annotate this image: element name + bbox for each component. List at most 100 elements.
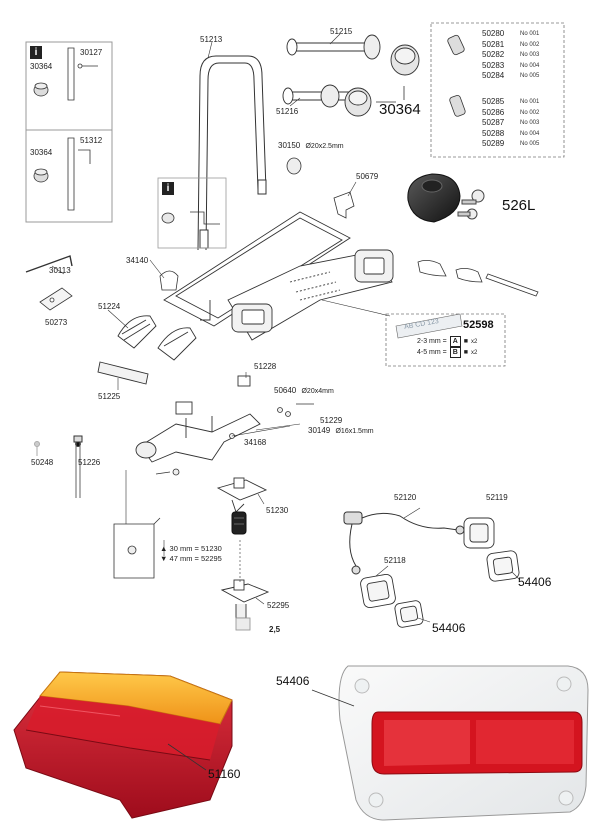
label-30149: 30149 Ø16x1.5mm [308, 426, 374, 436]
strap-50273 [39, 287, 73, 311]
label-34140: 34140 [126, 256, 149, 265]
lock-cylinder-icon [447, 34, 466, 117]
label-30150-code: 30150 [278, 141, 301, 150]
label-30150-dim: Ø20x2.5mm [305, 143, 344, 150]
arrow-down-icon: ▼ [160, 554, 168, 563]
box-icon: ■ [463, 349, 468, 356]
label-51228: 51228 [254, 362, 277, 371]
label-52598: 52598 [463, 319, 494, 331]
label-51224: 51224 [98, 302, 121, 311]
info-badge-left: i [30, 46, 42, 59]
label-51226: 51226 [78, 458, 101, 467]
label-50640-dim: Ø20x4mm [301, 388, 334, 395]
lower-bracket-51228 [135, 375, 261, 463]
plate-row-box: A [449, 336, 461, 347]
info-box-top [25, 41, 113, 223]
lens-54406-a [486, 550, 520, 582]
photo-lens-51160 [13, 671, 233, 819]
stud-box [113, 517, 161, 579]
label-52119: 52119 [486, 493, 508, 502]
wheel-holder-51224 [117, 315, 197, 361]
label-30127: 30127 [80, 48, 103, 57]
lock-knob-526L [407, 173, 461, 223]
lamp-52119 [463, 517, 495, 549]
arm-51215 [286, 34, 381, 60]
label-51215: 51215 [330, 27, 353, 36]
plate-row-range: 2-3 mm = [417, 338, 447, 345]
arrow-up-icon: ▲ [160, 544, 168, 553]
label-51225: 51225 [98, 392, 121, 401]
label-50640: 50640 Ø20x4mm [274, 386, 334, 396]
key-codes-box [430, 22, 565, 158]
label-54406-c: 54406 [276, 674, 310, 688]
plate-row-qty: x2 [471, 338, 478, 345]
hex-key-30113 [25, 255, 73, 273]
strap-51225 [97, 361, 149, 385]
box-icon: ■ [463, 338, 468, 345]
light-bracket-right [417, 260, 539, 297]
knob-30364-small-b [33, 168, 49, 183]
label-2-5: 2,5 [269, 625, 281, 634]
plate-row-range: 4-5 mm = [417, 349, 447, 356]
label-50640-code: 50640 [274, 386, 297, 395]
bracket-30127 [67, 47, 98, 211]
arm-51216 [282, 84, 361, 108]
fixing-52295 [220, 579, 270, 631]
keys-icon [457, 189, 485, 220]
stud-size-47: ▼ 47 mm = 52295 [160, 554, 222, 563]
label-30150: 30150 Ø20x2.5mm [278, 141, 344, 151]
label-51229: 51229 [320, 416, 343, 425]
frame-51213 [197, 55, 267, 251]
knob-30364-small-a [33, 82, 49, 97]
label-30364-b: 30364 [30, 148, 53, 157]
plate-thickness-rows: 2-3 mm = A ■ x2 4-5 mm = B ■ x2 [417, 336, 477, 358]
label-51230: 51230 [266, 506, 289, 515]
label-50679: 50679 [356, 172, 379, 181]
label-34168: 34168 [244, 438, 267, 447]
licence-plate [395, 313, 463, 339]
stud-size-list: ▲ 30 mm = 51230 ▼ 47 mm = 52295 [160, 544, 222, 564]
label-50273: 50273 [45, 318, 68, 327]
label-51312: 51312 [80, 136, 103, 145]
label-52295: 52295 [267, 601, 290, 610]
fixing-51230 [216, 477, 268, 513]
label-52120: 52120 [394, 493, 417, 502]
rubber-sleeve-51230 [231, 511, 247, 535]
label-51216: 51216 [276, 107, 299, 116]
plate-row-box: B [449, 347, 461, 358]
label-30149-code: 30149 [308, 426, 331, 435]
label-51213: 51213 [200, 35, 223, 44]
cable-52120 [343, 511, 465, 575]
label-52118: 52118 [384, 556, 406, 565]
label-30113: 30113 [49, 266, 71, 275]
label-51160: 51160 [208, 767, 241, 781]
clamp-34140 [159, 270, 179, 291]
lens-54406-b [394, 600, 424, 628]
knob-51215 [390, 44, 420, 76]
label-30149-dim: Ø16x1.5mm [335, 428, 374, 435]
plate-row-qty: x2 [471, 349, 478, 356]
label-54406-a: 54406 [518, 575, 552, 589]
lamp-52118 [360, 573, 396, 609]
leader-lines [51, 33, 521, 623]
photo-lens-54406 [338, 665, 589, 821]
label-526L: 526L [502, 197, 536, 214]
info-box-center [157, 177, 227, 249]
cable-tie-50248 [34, 441, 40, 456]
plate-info-box [385, 313, 506, 367]
stud-size-30: ▲ 30 mm = 51230 [160, 544, 222, 553]
label-30364-large: 30364 [379, 101, 421, 118]
plate-row: 4-5 mm = B ■ x2 [417, 347, 477, 358]
bracket-50679 [333, 191, 355, 219]
